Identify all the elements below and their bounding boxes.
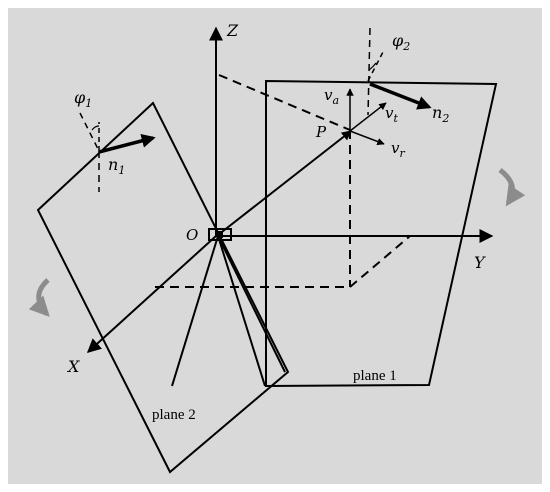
normal-n1-group [79,112,156,192]
background-panel [8,8,542,484]
origin-marker [208,228,232,241]
dashed-guides [155,74,411,288]
n2-label: n2 [432,103,449,125]
plane1-label: plane 1 [353,368,397,384]
plane-2 [36,101,290,474]
plane-1 [265,79,498,388]
y-axis-label: Y [474,253,486,272]
phi1-label: φ1 [74,88,92,110]
va-label: va [324,86,339,107]
phi2-label: φ2 [392,31,410,53]
x-axis-label: X [66,357,80,376]
n2-vector [369,82,432,110]
vt-label: vt [385,104,398,125]
n1-label: n1 [108,155,125,177]
vr-vector [349,130,385,146]
cone-lines [171,235,286,387]
n1-vector [98,134,156,154]
z-axis-label: Z [226,21,239,40]
origin-label: O [186,226,198,244]
origin-marker-inner [217,231,223,238]
op-vector [217,130,352,236]
plane2-label: plane 2 [152,407,196,423]
rotation-arrow-icon [498,168,526,207]
rotation-arrow-icon [28,278,50,317]
vt-vector [349,102,387,132]
point-label: P [315,123,327,141]
normal-n2-group [367,27,432,116]
vr-label: vr [391,139,405,160]
x-axis [86,235,217,353]
